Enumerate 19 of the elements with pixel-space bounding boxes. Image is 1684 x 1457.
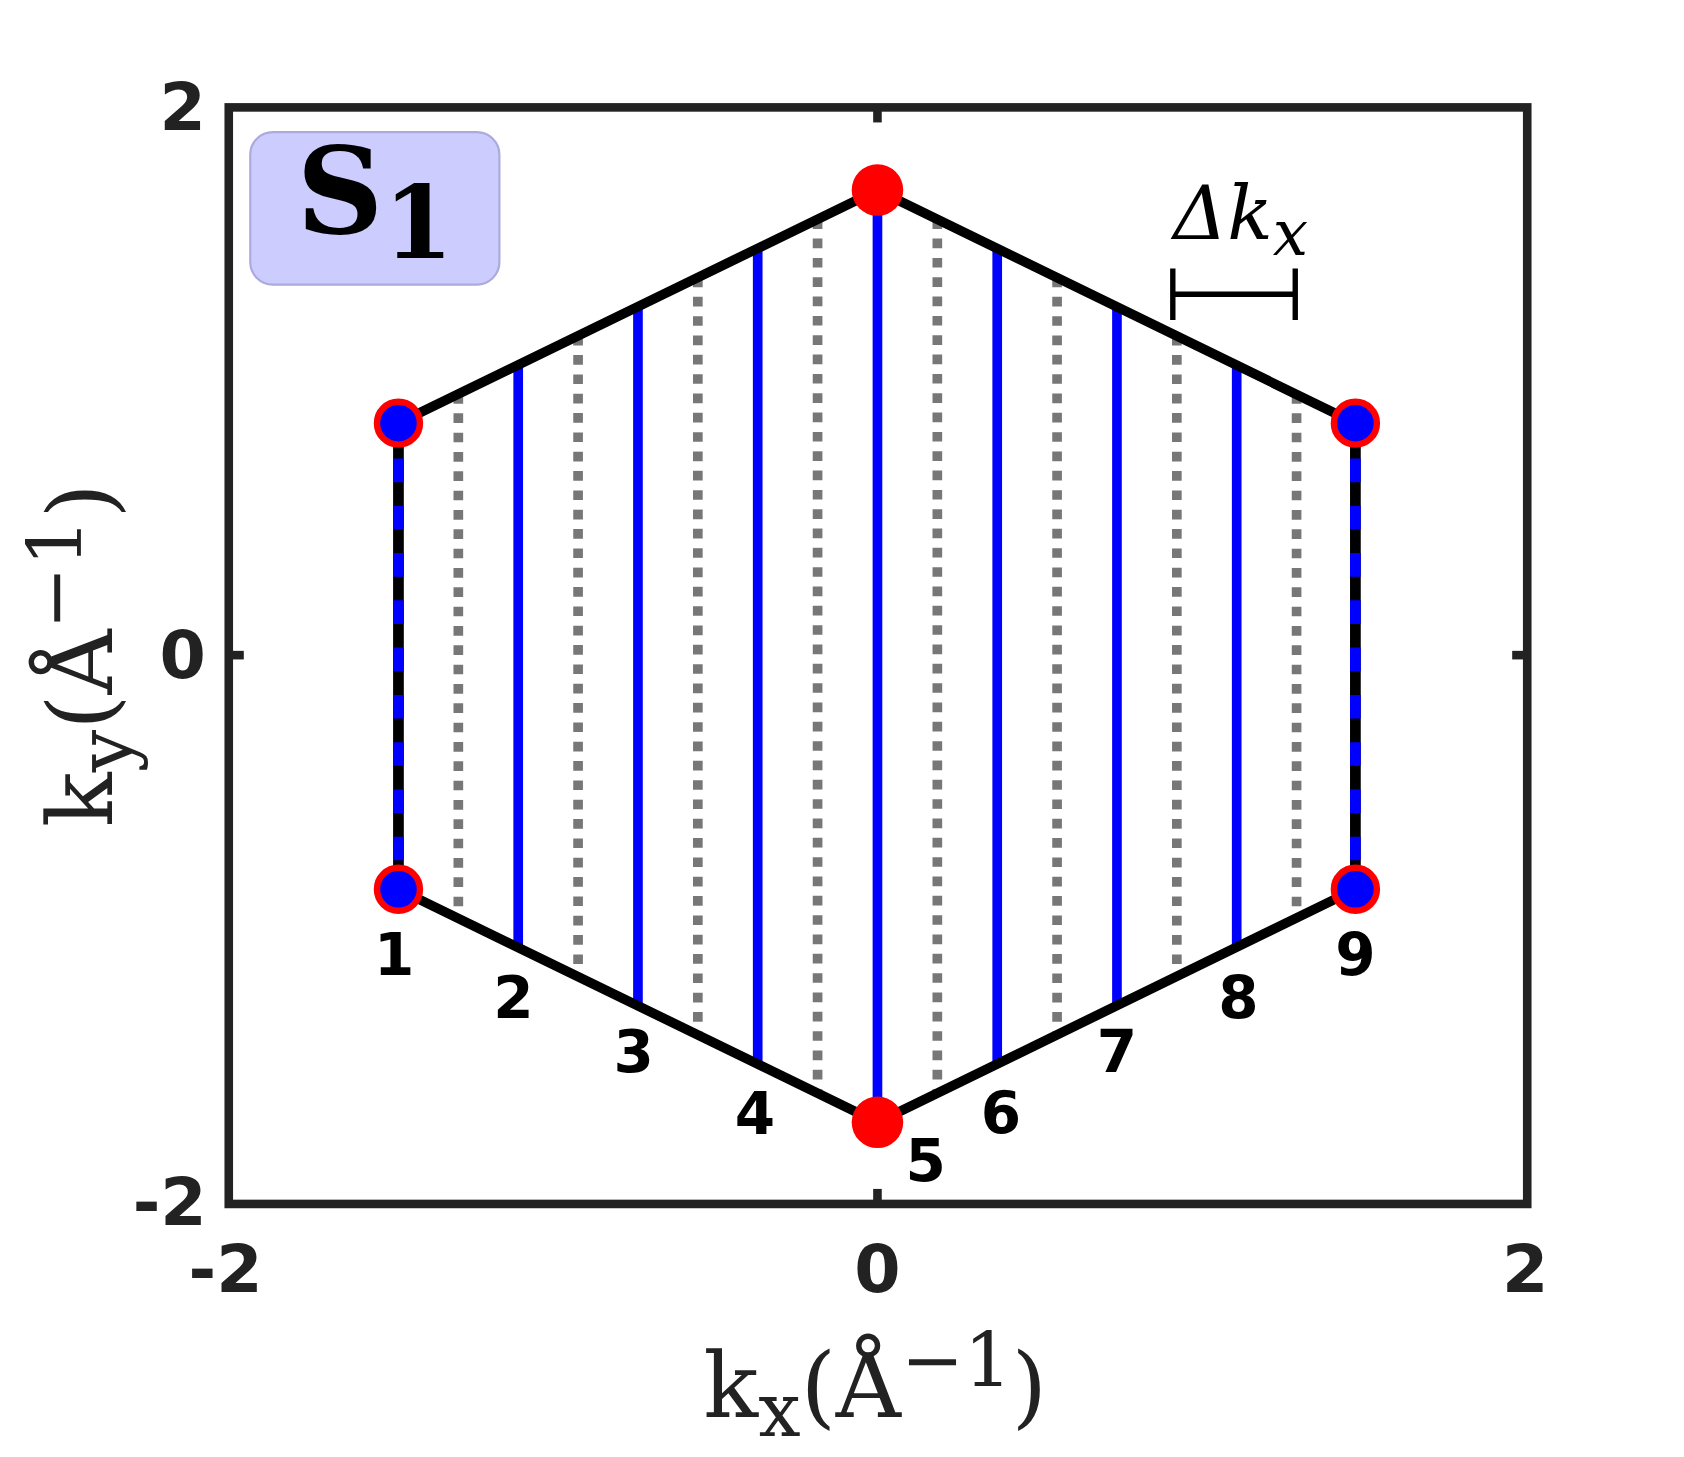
tick-label: 0 bbox=[159, 621, 206, 689]
line-number: 9 bbox=[1335, 926, 1376, 985]
line-number: 4 bbox=[734, 1085, 776, 1144]
line-number: 2 bbox=[493, 969, 534, 1028]
tick-label: -2 bbox=[132, 1169, 207, 1237]
line-number: 5 bbox=[905, 1133, 946, 1192]
line-number: 8 bbox=[1218, 969, 1259, 1028]
tick-label: -2 bbox=[188, 1236, 263, 1303]
line-number: 1 bbox=[374, 926, 415, 985]
line-number: 3 bbox=[613, 1023, 654, 1082]
panel-label-box bbox=[249, 131, 501, 286]
axis-label: k$_{x}$(Å$^{−1}$) bbox=[703, 1322, 1048, 1449]
line-number: 6 bbox=[980, 1084, 1022, 1143]
line-number: 7 bbox=[1096, 1023, 1138, 1082]
tick-label: 2 bbox=[159, 74, 206, 141]
tick-label: 0 bbox=[854, 1236, 901, 1303]
tick-label: 2 bbox=[1501, 1236, 1549, 1303]
panel-label: S$_{1}$ bbox=[296, 131, 454, 274]
dimension-label: Δk$_{x}$ bbox=[1172, 175, 1309, 265]
